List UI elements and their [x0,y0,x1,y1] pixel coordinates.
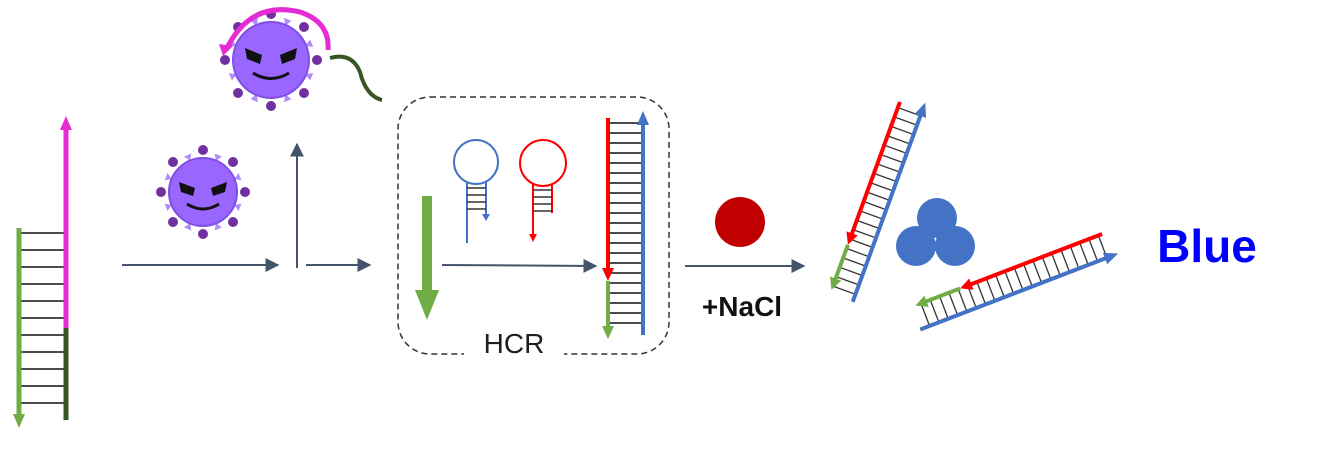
initiator-head [415,290,439,320]
arrow-hcr-assembly [441,258,598,273]
result-duplex-2 [915,232,1119,332]
bound-aptamer-strand [223,7,331,52]
bound-aptamer-head [219,44,233,56]
virus-icon [220,9,322,111]
nacl-label: +NaCl [702,291,782,322]
hcr-product-duplex [602,111,649,339]
virus-aptamer-complex [219,7,383,111]
result-duplex-1 [829,101,927,303]
released-tail [329,54,383,102]
green-strand-head [13,414,25,428]
hairpin-icon [519,139,567,242]
result-label: Blue [1157,220,1257,272]
gold-nanoparticle-icon [715,197,765,247]
gold-nanoparticle-icon [896,198,975,266]
hcr-label: HCR [484,328,545,359]
virus-icon [156,145,250,239]
magenta-strand-head [60,116,72,130]
duplex-rungs [19,232,66,404]
hairpin-icon [453,139,499,243]
probe-duplex [13,116,72,428]
hcr-box: HCR [397,96,670,362]
